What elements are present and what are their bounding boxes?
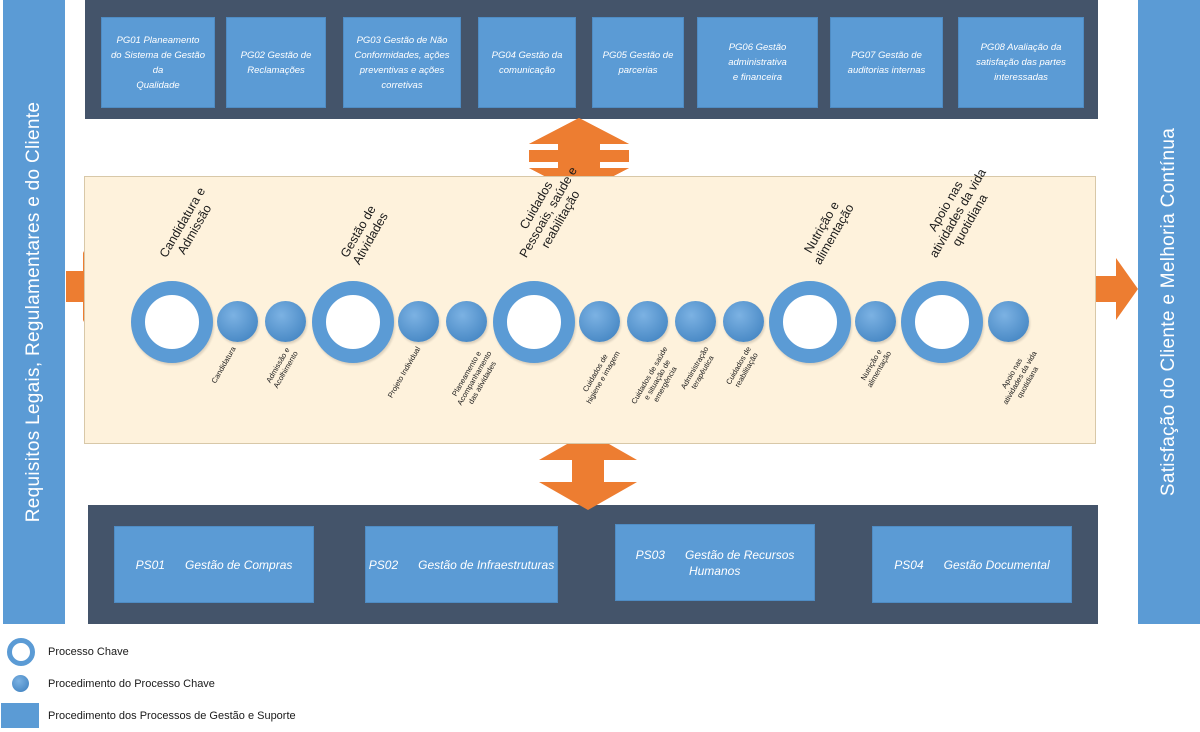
key-process-ring-4 (769, 281, 851, 363)
procedure-dot-3 (398, 301, 439, 342)
key-process-label-5: Apoio nas atividades da vida quotidiana (925, 166, 991, 260)
key-process-label-2: Gestão de Atividades (337, 203, 391, 267)
procedure-label-8: Cuidados de reabilitação (724, 345, 760, 389)
procedure-label-10: Apoio nas atividades da vida quotidiana (999, 349, 1041, 407)
core-processes-area: Candidatura e Admissão Gestão de Ativida… (84, 165, 1096, 444)
input-requirements-bar: Requisitos Legais, Regulamentares e do C… (3, 0, 65, 624)
procedure-dot-7 (675, 301, 716, 342)
pg04-box: PG04 Gestão da comunicação (478, 17, 576, 108)
key-process-ring-2 (312, 281, 394, 363)
procedure-dot-10 (988, 301, 1029, 342)
key-process-label-3: Cuidados Pessoais, saúde e reabilitação (516, 164, 583, 260)
pg06-box: PG06 Gestão administrativa e financeira (697, 17, 818, 108)
pg05-box: PG05 Gestão de parcerias (592, 17, 684, 108)
pg01-box: PG01 Planeamento do Sistema de Gestão da… (101, 17, 215, 108)
ps03-box: PS03 Gestão de Recursos Humanos (615, 524, 815, 601)
procedure-dot-2 (265, 301, 306, 342)
ps04-box: PS04 Gestão Documental (872, 526, 1072, 603)
procedure-dot-8 (723, 301, 764, 342)
procedure-label-6: Cuidados de saúde e situação de emergênc… (629, 345, 679, 406)
support-processes-band: PS01 Gestão de Compras PS02 Gestão de In… (88, 505, 1098, 624)
key-process-ring-5 (901, 281, 983, 363)
key-process-label-4: Nutrição e alimentação (801, 199, 857, 267)
pg02-box: PG02 Gestão de Reclamações (226, 17, 326, 108)
procedure-dot-6 (627, 301, 668, 342)
procedure-label-2: Admissão e Acolhimento (264, 345, 300, 390)
legend-key-process-label: Processo Chave (48, 646, 129, 658)
input-requirements-label: Requisitos Legais, Regulamentares e do C… (23, 101, 44, 523)
procedure-label-4: Planeamento e Acompanhamento das ativida… (450, 349, 499, 407)
management-processes-band: PG01 Planeamento do Sistema de Gestão da… (85, 0, 1098, 119)
pg03-box: PG03 Gestão de Não Conformidades, ações … (343, 17, 461, 108)
procedure-label-7: Administração terapêutica (678, 345, 716, 391)
procedure-dot-5 (579, 301, 620, 342)
ps01-box: PS01 Gestão de Compras (114, 526, 314, 603)
procedure-label-1: Candidatura (209, 345, 238, 385)
ps02-box: PS02 Gestão de Infraestruturas (365, 526, 558, 603)
procedure-label-3: Projeto Individual (385, 345, 423, 400)
legend-key-process: Processo Chave (0, 638, 400, 666)
legend-key-procedure-label: Procedimento do Processo Chave (48, 678, 215, 690)
output-satisfaction-label: Satisfação do Cliente e Melhoria Contínu… (1158, 127, 1179, 497)
input-arrow-icon (66, 251, 101, 322)
key-process-ring-1 (131, 281, 213, 363)
procedure-dot-9 (855, 301, 896, 342)
legend-key-procedure: Procedimento do Processo Chave (0, 670, 400, 698)
legend-support-procedure-label: Procedimento dos Processos de Gestão e S… (48, 710, 296, 722)
legend-rect-icon (1, 703, 39, 728)
key-process-label-1: Candidatura e Admissão (156, 184, 215, 260)
pg08-box: PG08 Avaliação da satisfação das partes … (958, 17, 1084, 108)
procedure-label-5: Cuidados de higiene e imagem (580, 349, 622, 406)
legend-ring-icon (7, 638, 35, 666)
procedure-label-9: Nutrição e alimentação (858, 347, 894, 390)
double-arrow-vertical-bottom-icon (539, 432, 637, 510)
procedure-dot-4 (446, 301, 487, 342)
double-arrow-vertical-top-icon (529, 118, 629, 194)
procedure-dot-1 (217, 301, 258, 342)
legend-support-procedure: Procedimento dos Processos de Gestão e S… (0, 702, 400, 730)
pg07-box: PG07 Gestão de auditorias internas (830, 17, 943, 108)
output-satisfaction-bar: Satisfação do Cliente e Melhoria Contínu… (1138, 0, 1200, 624)
key-process-ring-3 (493, 281, 575, 363)
legend-dot-icon (12, 675, 29, 692)
